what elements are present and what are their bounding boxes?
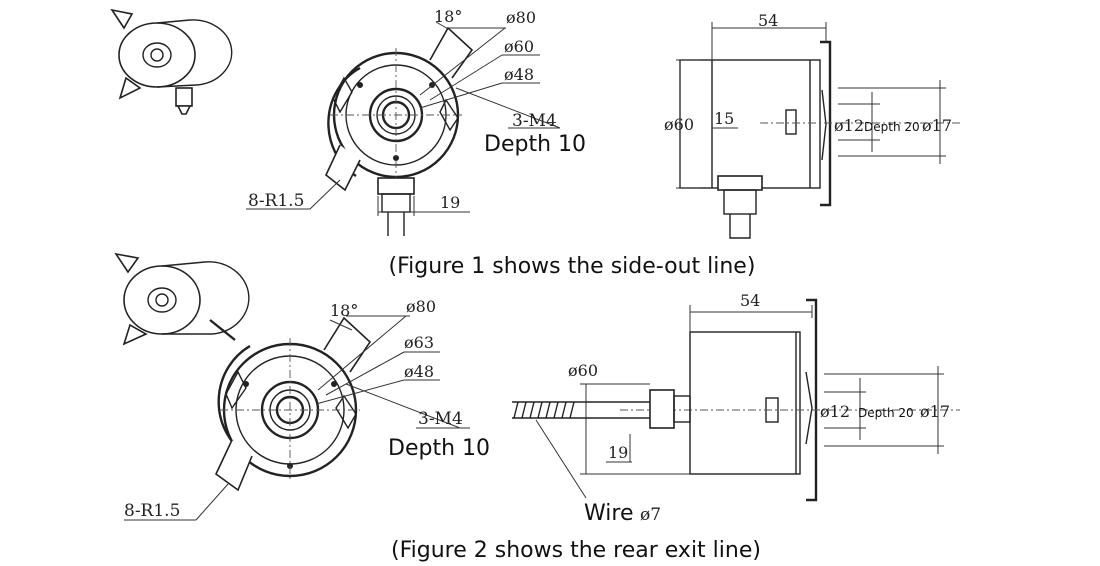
figure2-side-view [512, 298, 960, 502]
figure2-radius-label: 8-R1.5 [124, 501, 180, 521]
figure2-dia-body-label: ø60 [568, 361, 598, 380]
figure2-wire-dia-label: ø7 [640, 505, 661, 525]
figure1-depth-20-label: Depth 20 [864, 120, 920, 134]
figure1-angle-label: 18° [434, 7, 462, 26]
figure2-dia-outer-label: ø80 [406, 297, 436, 316]
figure2-front-view [124, 315, 470, 521]
figure2-thread-label: 3-M4 [418, 409, 463, 429]
figure1-front-view [246, 21, 561, 236]
figure1-encoder-thumbnail [110, 8, 233, 115]
figure2-encoder-thumbnail [114, 252, 250, 346]
figure1-caption: (Figure 1 shows the side-out line) [389, 254, 756, 279]
figure2-dia-inner-label: ø48 [404, 362, 434, 381]
figure1-offset-label: 15 [714, 109, 734, 128]
figure1-group: 18° ø80 ø60 ø48 3-M4 Depth 10 8-R1.5 19 [110, 7, 960, 279]
figure1-radius-label: 8-R1.5 [248, 191, 304, 211]
figure1-dia-shaft-label: ø12 [834, 116, 864, 135]
figure2-depth-label: Depth 10 [388, 436, 490, 461]
figure1-side-view [676, 22, 960, 239]
figure1-dia-body-label: ø60 [664, 115, 694, 134]
figure2-wire-label: Wire [584, 501, 633, 526]
figure2-dia-mid-label: ø63 [404, 333, 434, 352]
figure1-dia-inner-label: ø48 [504, 65, 534, 84]
figure2-group: 18° ø80 ø63 ø48 3-M4 Depth 10 8-R1.5 [114, 252, 960, 563]
figure2-caption: (Figure 2 shows the rear exit line) [391, 538, 761, 563]
figure1-dia-mid-label: ø60 [504, 37, 534, 56]
figure2-dia-bore-label: ø17 [920, 402, 950, 421]
figure1-cable-dim-label: 19 [440, 193, 460, 212]
figure1-dia-bore-label: ø17 [922, 116, 952, 135]
figure2-cable-dim-label: 19 [608, 443, 628, 462]
figure1-thread-label: 3-M4 [512, 111, 557, 131]
figure1-depth-label: Depth 10 [484, 132, 586, 157]
figure2-dia-shaft-label: ø12 [820, 402, 850, 421]
figure1-dia-outer-label: ø80 [506, 8, 536, 27]
figure2-length-label: 54 [740, 291, 760, 310]
figure2-angle-label: 18° [330, 301, 358, 320]
figure1-length-label: 54 [758, 11, 778, 30]
figure2-depth-20-label: Depth 20 [858, 406, 914, 420]
